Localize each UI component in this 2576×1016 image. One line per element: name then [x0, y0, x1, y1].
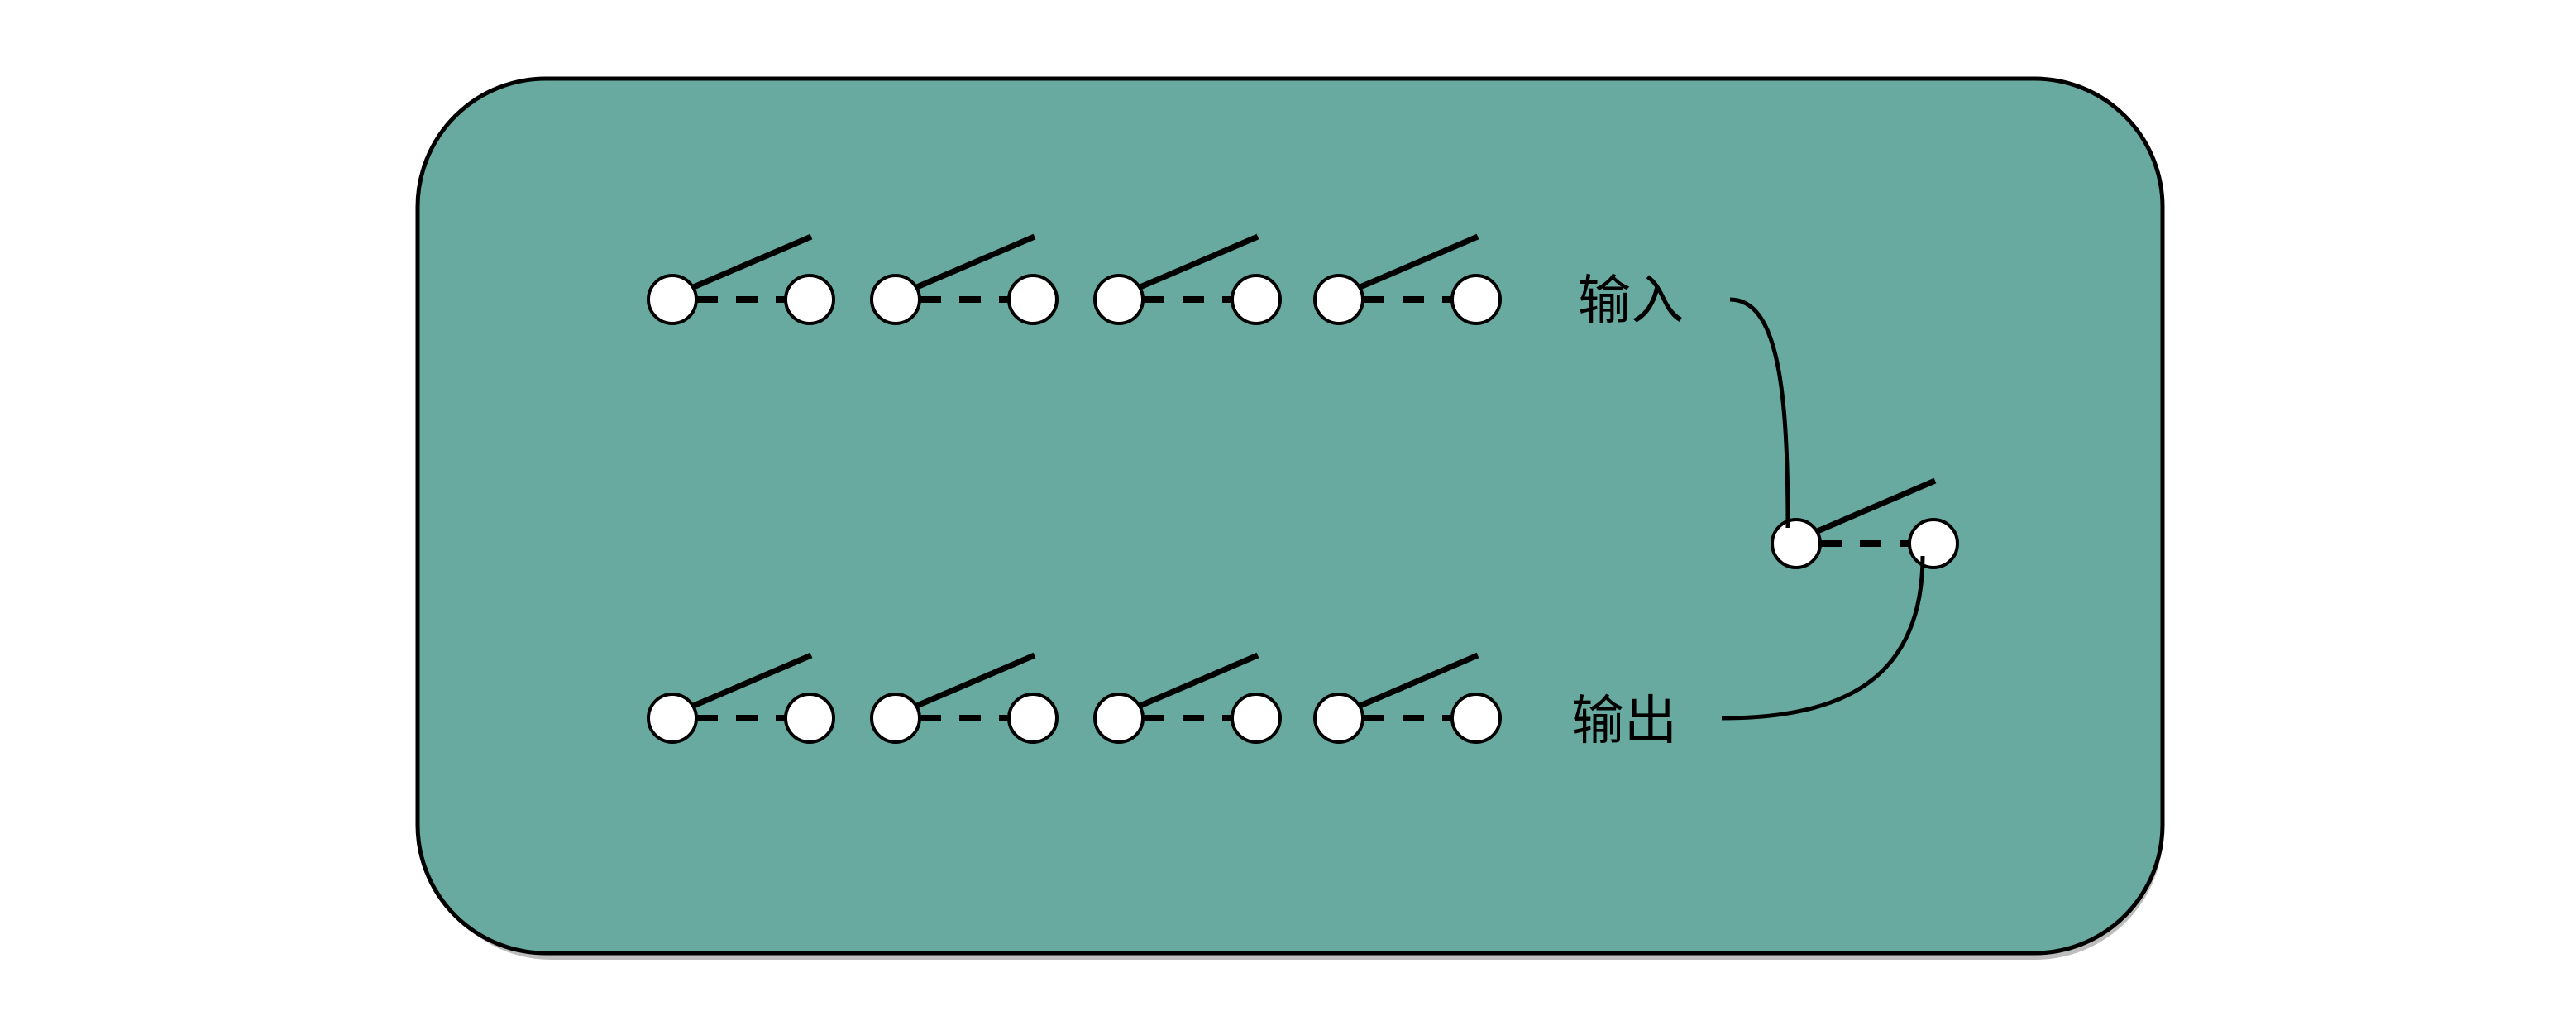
input-switch-contact-left: [1313, 274, 1364, 325]
output-label: 输出: [1571, 691, 1677, 752]
input-switch-2: [870, 233, 1059, 325]
output-switch-lever: [1349, 652, 1479, 713]
selector-switch-lever: [1806, 477, 1937, 539]
input-switch-3: [1093, 233, 1282, 325]
output-switch-contact-right: [1007, 693, 1059, 744]
selector-switch-contact-right: [1908, 518, 1959, 569]
output-switch-lever: [1129, 652, 1259, 713]
input-switch-lever: [682, 233, 813, 295]
output-switch-4: [1313, 652, 1502, 744]
input-switch-contact-right: [1231, 274, 1282, 325]
input-label: 输入: [1578, 271, 1684, 332]
panel: [415, 76, 2165, 956]
output-switch-lever: [682, 652, 813, 713]
output-switch-contact-left: [1313, 693, 1364, 744]
output-switch-contact-left: [870, 693, 921, 744]
output-switch-contact-left: [647, 693, 698, 744]
input-connector-line: [1729, 297, 1790, 529]
selector-switch: [1771, 477, 1959, 569]
output-switch-contact-right: [784, 693, 835, 744]
input-switch-lever: [906, 233, 1036, 295]
input-switch-contact-left: [1093, 274, 1145, 325]
input-switch-contact-left: [870, 274, 921, 325]
output-switch-contact-left: [1093, 693, 1145, 744]
input-switch-4: [1313, 233, 1502, 325]
output-switch-3: [1093, 652, 1282, 744]
output-row: [647, 652, 1502, 744]
selector-switch-1: [1771, 477, 1959, 569]
output-connector-line: [1721, 555, 1925, 721]
input-switch-contact-right: [784, 274, 835, 325]
input-switch-1: [647, 233, 835, 325]
output-switch-2: [870, 652, 1059, 744]
input-row: [647, 233, 1502, 325]
input-switch-contact-left: [647, 274, 698, 325]
output-switch-1: [647, 652, 835, 744]
output-switch-contact-right: [1231, 693, 1282, 744]
selector-switch-contact-left: [1771, 518, 1822, 569]
output-switch-lever: [906, 652, 1036, 713]
input-switch-contact-right: [1007, 274, 1059, 325]
input-switch-lever: [1129, 233, 1259, 295]
output-switch-contact-right: [1450, 693, 1502, 744]
input-switch-contact-right: [1450, 274, 1502, 325]
input-switch-lever: [1349, 233, 1479, 295]
